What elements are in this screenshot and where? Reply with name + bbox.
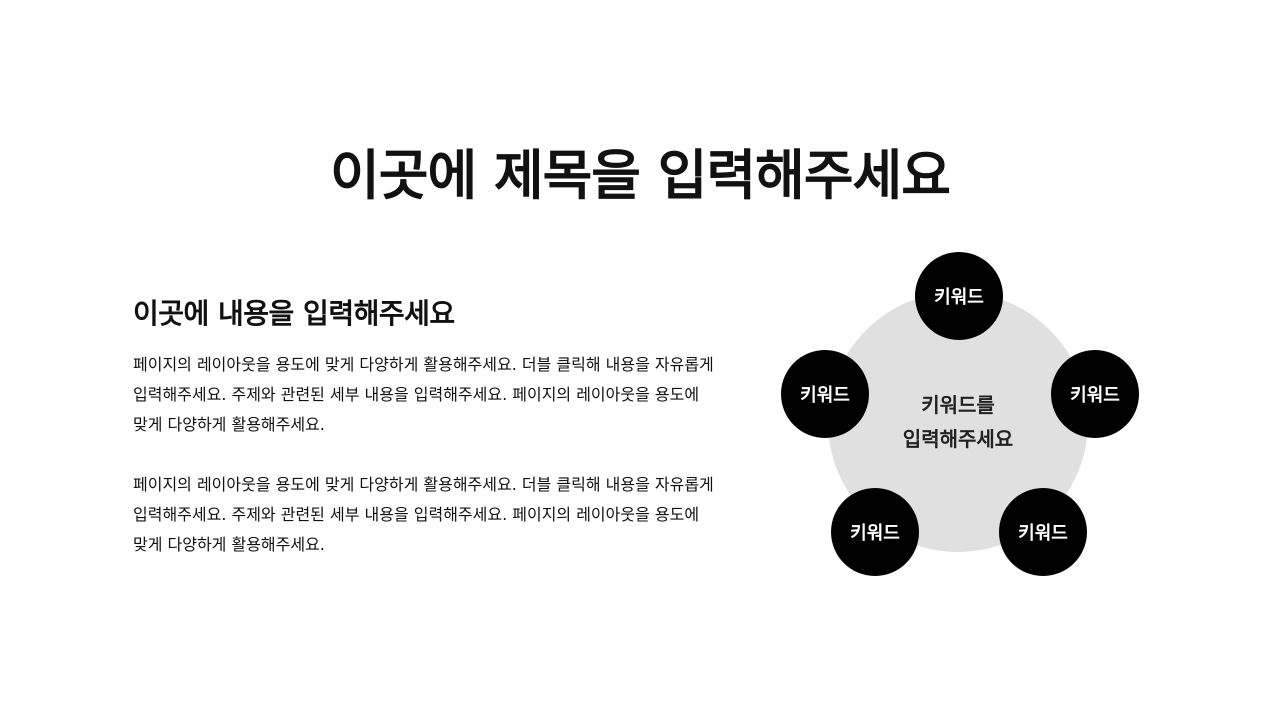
keyword-node-bottom-left[interactable]: 키워드 [831, 488, 919, 576]
keyword-node-left[interactable]: 키워드 [781, 350, 869, 438]
content-block: 이곳에 내용을 입력해주세요 페이지의 레이아웃을 용도에 맞게 다양하게 활용… [133, 294, 733, 560]
slide-title[interactable]: 이곳에 제목을 입력해주세요 [330, 144, 951, 207]
keyword-diagram: 키워드를 입력해주세요 키워드 키워드 키워드 키워드 키워드 [770, 245, 1150, 585]
keyword-node-top[interactable]: 키워드 [915, 252, 1003, 340]
content-subtitle[interactable]: 이곳에 내용을 입력해주세요 [133, 297, 455, 330]
keyword-node-right[interactable]: 키워드 [1051, 350, 1139, 438]
center-label: 키워드를 입력해주세요 [902, 393, 1014, 451]
keyword-node-bottom-right[interactable]: 키워드 [999, 488, 1087, 576]
body-paragraph-2[interactable]: 페이지의 레이아웃을 용도에 맞게 다양하게 활용해주세요. 더블 클릭해 내용… [133, 475, 714, 554]
body-paragraph-1[interactable]: 페이지의 레이아웃을 용도에 맞게 다양하게 활용해주세요. 더블 클릭해 내용… [133, 355, 714, 434]
